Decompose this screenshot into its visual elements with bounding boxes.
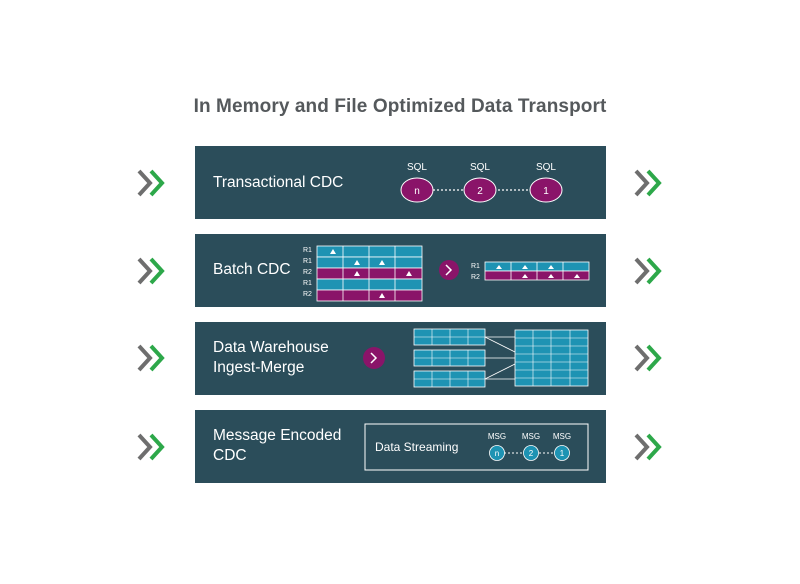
row-label: R1: [303, 280, 312, 287]
data-warehouse-label: Data Warehouse Ingest-Merge: [213, 338, 329, 378]
sql-caption: SQL: [470, 162, 490, 173]
msg-node-value: 1: [560, 449, 565, 458]
sql-node-value: n: [414, 186, 420, 197]
double-chevron-right-icon: [137, 433, 165, 461]
transactional-sql-sequence: SQL SQL SQL n 2 1: [400, 162, 563, 203]
transactional-cdc-label: Transactional CDC: [213, 174, 344, 191]
sql-node-value: 2: [477, 186, 483, 197]
double-chevron-right-icon: [634, 169, 662, 197]
sql-caption: SQL: [536, 162, 556, 173]
batch-cdc-label: Batch CDC: [213, 261, 291, 278]
message-encoded-label-line1: Message Encoded: [213, 427, 342, 444]
diagram-title: In Memory and File Optimized Data Transp…: [193, 96, 607, 117]
data-streaming-graphic: Data Streaming MSG MSG MSG n 2 1: [364, 423, 589, 471]
sql-node: [529, 177, 563, 203]
double-chevron-right-icon: [137, 169, 165, 197]
msg-node: [523, 445, 539, 461]
batch-tables: R1 R1 R2 R1 R2 R1 R2: [303, 245, 590, 302]
sql-node: [400, 177, 434, 203]
message-encoded-label-line2: CDC: [213, 447, 247, 464]
chevron-right-icon: [363, 347, 385, 369]
ingest-table: [413, 328, 486, 346]
batch-result-table: R1 R2: [471, 261, 590, 281]
msg-node-value: 2: [529, 449, 534, 458]
chevron-right-icon: [439, 260, 459, 280]
batch-cdc-band: Batch CDC R1 R1 R2 R1 R2: [195, 234, 606, 307]
data-warehouse-label-line2: Ingest-Merge: [213, 359, 305, 376]
msg-caption: MSG: [553, 432, 571, 441]
data-warehouse-label-line1: Data Warehouse: [213, 339, 329, 356]
warehouse-table: [514, 329, 589, 387]
sql-node-value: 1: [543, 186, 549, 197]
row-label: R1: [471, 263, 480, 270]
message-encoded-band: Message Encoded CDC Data Streaming MSG M…: [195, 410, 606, 483]
message-encoded-label: Message Encoded CDC: [213, 426, 341, 466]
transactional-cdc-band: Transactional CDC SQL SQL SQL n 2 1: [195, 146, 606, 219]
msg-caption: MSG: [488, 432, 506, 441]
sql-node: [463, 177, 497, 203]
double-chevron-right-icon: [137, 344, 165, 372]
data-streaming-box: [364, 423, 589, 471]
msg-caption: MSG: [522, 432, 540, 441]
double-chevron-right-icon: [634, 344, 662, 372]
row-label: R1: [303, 258, 312, 265]
data-streaming-label: Data Streaming: [375, 440, 458, 454]
msg-node: [489, 445, 505, 461]
warehouse-merge-graphic: [363, 328, 589, 388]
row-label: R2: [471, 274, 480, 281]
double-chevron-right-icon: [634, 257, 662, 285]
merge-connectors: [484, 336, 516, 380]
row-label: R2: [303, 269, 312, 276]
ingest-table: [413, 349, 486, 367]
msg-node-value: n: [495, 449, 499, 458]
batch-source-table: R1 R1 R2 R1 R2: [303, 245, 423, 302]
double-chevron-right-icon: [137, 257, 165, 285]
ingest-table: [413, 370, 486, 388]
double-chevron-right-icon: [634, 433, 662, 461]
data-warehouse-band: Data Warehouse Ingest-Merge: [195, 322, 606, 395]
msg-node: [554, 445, 570, 461]
row-label: R1: [303, 247, 312, 254]
row-label: R2: [303, 291, 312, 298]
sql-caption: SQL: [407, 162, 427, 173]
